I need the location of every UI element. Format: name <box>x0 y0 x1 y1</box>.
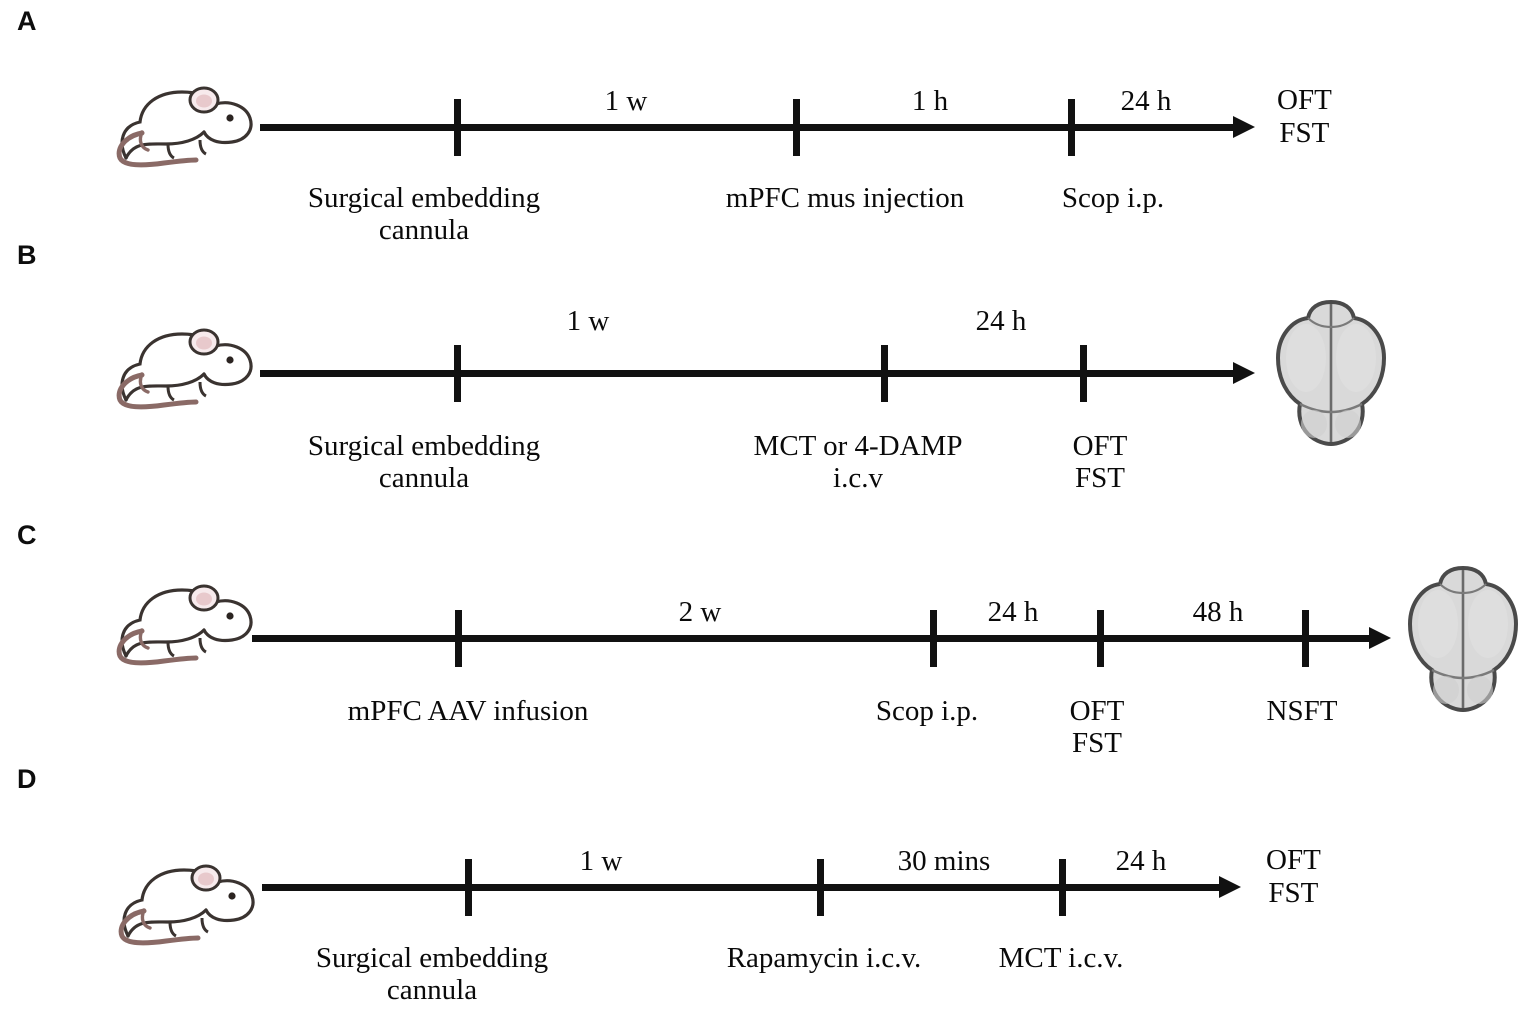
event-label: OFT FST <box>1069 695 1125 760</box>
event-label: Rapamycin i.c.v. <box>726 942 922 974</box>
mouse-icon <box>112 70 258 170</box>
timeline-tick <box>454 345 461 402</box>
timeline-axis <box>262 884 1224 891</box>
duration-label: 24 h <box>987 596 1039 628</box>
timeline-tick <box>881 345 888 402</box>
timeline-arrowhead <box>1369 627 1391 649</box>
brain-icon <box>1402 562 1524 712</box>
event-label: MCT i.c.v. <box>998 942 1124 974</box>
event-label: Surgical embedding cannula <box>307 430 541 495</box>
event-label: Scop i.p. <box>1061 182 1165 214</box>
event-label: NSFT <box>1266 695 1338 727</box>
panel-b: B 1 w 24 h Surgical embedding cannula MC… <box>0 233 1535 513</box>
timeline-tick <box>465 859 472 916</box>
duration-label: 1 w <box>604 85 648 117</box>
timeline-arrowhead <box>1233 116 1255 138</box>
event-label: OFT FST <box>1072 430 1128 495</box>
mouse-icon <box>114 848 260 948</box>
timeline-tick <box>793 99 800 156</box>
duration-label: 2 w <box>678 596 722 628</box>
timeline-axis <box>260 124 1238 131</box>
duration-label: 1 w <box>579 845 623 877</box>
panel-c: C 2 w 24 h 48 h mPFC AAV infusion Scop i… <box>0 512 1535 784</box>
timeline-axis <box>260 370 1238 377</box>
duration-label: 24 h <box>1115 845 1167 877</box>
timeline-arrowhead <box>1219 876 1241 898</box>
event-label: Surgical embedding cannula <box>307 182 541 247</box>
event-label: mPFC AAV infusion <box>347 695 589 727</box>
duration-label: 48 h <box>1192 596 1244 628</box>
event-label: MCT or 4-DAMP i.c.v <box>753 430 963 495</box>
timeline-axis <box>252 635 1374 642</box>
timeline-tick <box>1059 859 1066 916</box>
mouse-icon <box>112 312 258 412</box>
event-label: mPFC mus injection <box>725 182 965 214</box>
event-label: Scop i.p. <box>875 695 979 727</box>
panel-letter-a: A <box>17 6 37 36</box>
timeline-tick <box>1068 99 1075 156</box>
endpoint-label: OFT FST <box>1266 844 1321 910</box>
duration-label: 24 h <box>1120 85 1172 117</box>
panel-letter-b: B <box>17 240 37 270</box>
timeline-tick <box>1302 610 1309 667</box>
duration-label: 24 h <box>975 305 1027 337</box>
panel-letter-d: D <box>17 764 37 794</box>
duration-label: 1 h <box>911 85 949 117</box>
event-label: Surgical embedding cannula <box>315 942 549 1007</box>
panel-d: D 1 w 30 mins 24 h Surgical embedding ca… <box>0 766 1535 1016</box>
endpoint-label: OFT FST <box>1277 84 1332 150</box>
panel-a: A 1 w 1 h 24 h Surgical embedding cannul… <box>0 0 1535 248</box>
timeline-tick <box>817 859 824 916</box>
brain-icon <box>1270 296 1392 446</box>
timeline-tick <box>930 610 937 667</box>
timeline-tick <box>1080 345 1087 402</box>
timeline-tick <box>1097 610 1104 667</box>
duration-label: 1 w <box>566 305 610 337</box>
panel-letter-c: C <box>17 520 37 550</box>
timeline-arrowhead <box>1233 362 1255 384</box>
timeline-tick <box>455 610 462 667</box>
mouse-icon <box>112 568 258 668</box>
timeline-tick <box>454 99 461 156</box>
duration-label: 30 mins <box>897 845 991 877</box>
